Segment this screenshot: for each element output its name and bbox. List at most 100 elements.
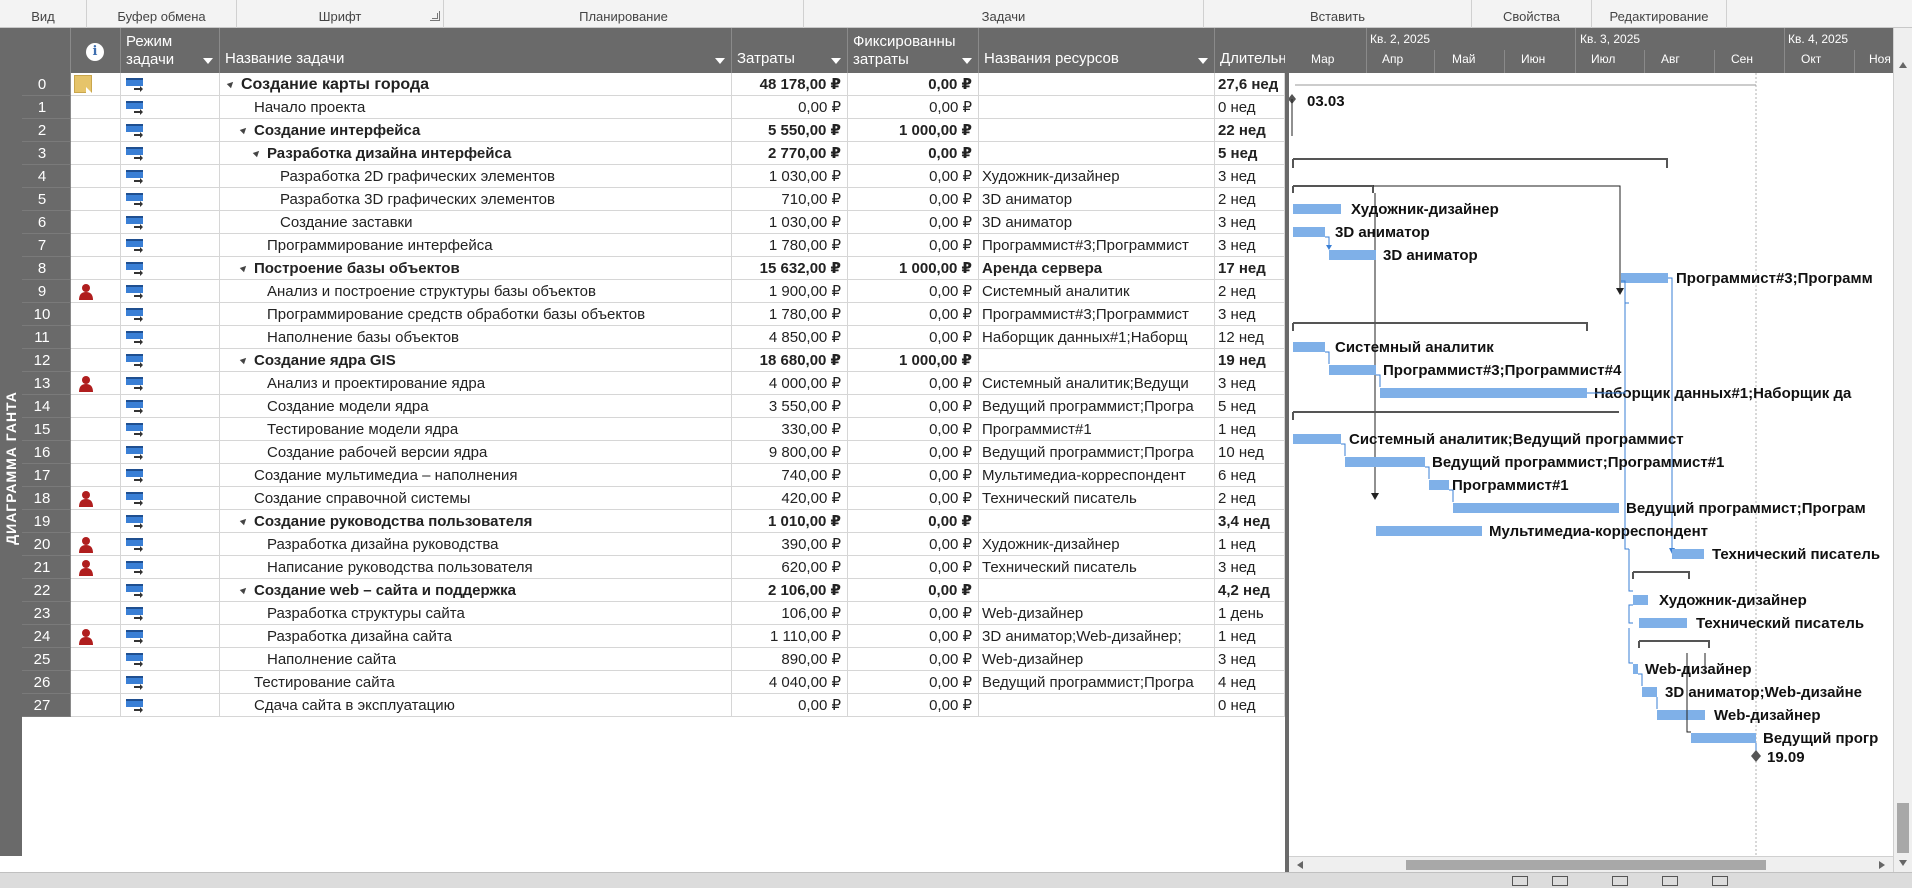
- cost-cell[interactable]: 1 030,00 ₽: [732, 165, 848, 188]
- row-number[interactable]: 11: [22, 326, 71, 349]
- row-number[interactable]: 2: [22, 119, 71, 142]
- resource-names-cell[interactable]: Художник-дизайнер: [979, 165, 1215, 188]
- task-mode-cell[interactable]: [121, 464, 220, 487]
- fixed-cost-cell[interactable]: 0,00 ₽: [848, 602, 979, 625]
- fixed-cost-cell[interactable]: 0,00 ₽: [848, 648, 979, 671]
- task-bar[interactable]: [1429, 480, 1449, 490]
- indicators-cell[interactable]: [71, 533, 121, 556]
- indicators-cell[interactable]: [71, 303, 121, 326]
- cost-cell[interactable]: 2 770,00 ₽: [732, 142, 848, 165]
- ribbon-group-clipboard[interactable]: Буфер обмена: [87, 0, 237, 28]
- task-mode-cell[interactable]: [121, 142, 220, 165]
- duration-cell[interactable]: 0 нед: [1215, 694, 1285, 717]
- duration-cell[interactable]: 6 нед: [1215, 464, 1285, 487]
- fixed-cost-cell[interactable]: 0,00 ₽: [848, 303, 979, 326]
- task-mode-cell[interactable]: [121, 326, 220, 349]
- row-number[interactable]: 0: [22, 73, 71, 96]
- row-number[interactable]: 19: [22, 510, 71, 533]
- task-bar[interactable]: [1639, 618, 1687, 628]
- fixed-cost-cell[interactable]: 0,00 ₽: [848, 211, 979, 234]
- task-mode-cell[interactable]: [121, 648, 220, 671]
- duration-cell[interactable]: 3 нед: [1215, 211, 1285, 234]
- indicators-cell[interactable]: [71, 257, 121, 280]
- task-name-cell[interactable]: Разработка структуры сайта: [220, 602, 732, 625]
- task-mode-cell[interactable]: [121, 602, 220, 625]
- duration-cell[interactable]: 5 нед: [1215, 395, 1285, 418]
- row-number[interactable]: 14: [22, 395, 71, 418]
- task-bar[interactable]: [1672, 549, 1704, 559]
- duration-cell[interactable]: 3,4 нед: [1215, 510, 1285, 533]
- collapse-triangle-icon[interactable]: [226, 79, 236, 89]
- resource-names-cell[interactable]: [979, 694, 1215, 717]
- summary-bar[interactable]: [1638, 640, 1710, 648]
- indicators-cell[interactable]: [71, 142, 121, 165]
- cost-cell[interactable]: 2 106,00 ₽: [732, 579, 848, 602]
- resource-names-cell[interactable]: Web-дизайнер: [979, 602, 1215, 625]
- collapse-triangle-icon[interactable]: [239, 516, 249, 526]
- row-number[interactable]: 3: [22, 142, 71, 165]
- row-number[interactable]: 23: [22, 602, 71, 625]
- resource-names-cell[interactable]: Наборщик данных#1;Наборщ: [979, 326, 1215, 349]
- font-dialog-launcher-icon[interactable]: [430, 11, 440, 21]
- task-mode-cell[interactable]: [121, 579, 220, 602]
- row-number[interactable]: 4: [22, 165, 71, 188]
- column-header-indicators[interactable]: i: [71, 28, 121, 73]
- indicators-cell[interactable]: [71, 326, 121, 349]
- view-report-icon[interactable]: [1712, 876, 1728, 886]
- scroll-left-arrow-icon[interactable]: [1297, 861, 1303, 869]
- fixed-cost-cell[interactable]: 0,00 ₽: [848, 165, 979, 188]
- cost-cell[interactable]: 420,00 ₽: [732, 487, 848, 510]
- cost-cell[interactable]: 18 680,00 ₽: [732, 349, 848, 372]
- duration-cell[interactable]: 3 нед: [1215, 648, 1285, 671]
- indicators-cell[interactable]: [71, 418, 121, 441]
- row-number[interactable]: 1: [22, 96, 71, 119]
- column-header-name[interactable]: Название задачи: [220, 28, 732, 73]
- ribbon-group-view[interactable]: Вид: [0, 0, 87, 28]
- select-all-corner[interactable]: [22, 28, 71, 73]
- fixed-cost-cell[interactable]: 0,00 ₽: [848, 533, 979, 556]
- cost-cell[interactable]: 620,00 ₽: [732, 556, 848, 579]
- cost-cell[interactable]: 330,00 ₽: [732, 418, 848, 441]
- task-name-cell[interactable]: Написание руководства пользователя: [220, 556, 732, 579]
- indicators-cell[interactable]: [71, 234, 121, 257]
- task-name-cell[interactable]: Создание web – сайта и поддержка: [220, 579, 732, 602]
- task-name-cell[interactable]: Программирование интерфейса: [220, 234, 732, 257]
- ribbon-group-editing[interactable]: Редактирование: [1592, 0, 1727, 28]
- duration-cell[interactable]: 12 нед: [1215, 326, 1285, 349]
- ribbon-group-font[interactable]: Шрифт: [237, 0, 444, 28]
- resource-names-cell[interactable]: Системный аналитик;Ведущи: [979, 372, 1215, 395]
- resource-names-cell[interactable]: [979, 142, 1215, 165]
- resource-names-cell[interactable]: Программист#3;Программист: [979, 234, 1215, 257]
- indicators-cell[interactable]: [71, 441, 121, 464]
- task-name-cell[interactable]: Построение базы объектов: [220, 257, 732, 280]
- scroll-down-arrow-icon[interactable]: [1899, 860, 1907, 866]
- cost-cell[interactable]: 1 110,00 ₽: [732, 625, 848, 648]
- task-bar[interactable]: [1345, 457, 1425, 467]
- summary-bar[interactable]: [1292, 411, 1619, 420]
- task-name-cell[interactable]: Разработка дизайна сайта: [220, 625, 732, 648]
- fixed-cost-cell[interactable]: 0,00 ₽: [848, 487, 979, 510]
- duration-cell[interactable]: 1 нед: [1215, 625, 1285, 648]
- indicators-cell[interactable]: [71, 487, 121, 510]
- indicators-cell[interactable]: [71, 165, 121, 188]
- task-mode-cell[interactable]: [121, 395, 220, 418]
- indicators-cell[interactable]: [71, 349, 121, 372]
- task-name-cell[interactable]: Разработка дизайна руководства: [220, 533, 732, 556]
- task-name-cell[interactable]: Создание интерфейса: [220, 119, 732, 142]
- fixed-cost-cell[interactable]: 0,00 ₽: [848, 579, 979, 602]
- task-mode-cell[interactable]: [121, 303, 220, 326]
- resource-names-cell[interactable]: 3D аниматор: [979, 188, 1215, 211]
- row-number[interactable]: 22: [22, 579, 71, 602]
- column-header-resources[interactable]: Названия ресурсов: [979, 28, 1215, 73]
- cost-cell[interactable]: 0,00 ₽: [732, 96, 848, 119]
- cost-cell[interactable]: 1 900,00 ₽: [732, 280, 848, 303]
- collapse-triangle-icon[interactable]: [239, 263, 249, 273]
- task-bar[interactable]: [1293, 342, 1325, 352]
- resource-overallocated-icon[interactable]: [76, 283, 96, 301]
